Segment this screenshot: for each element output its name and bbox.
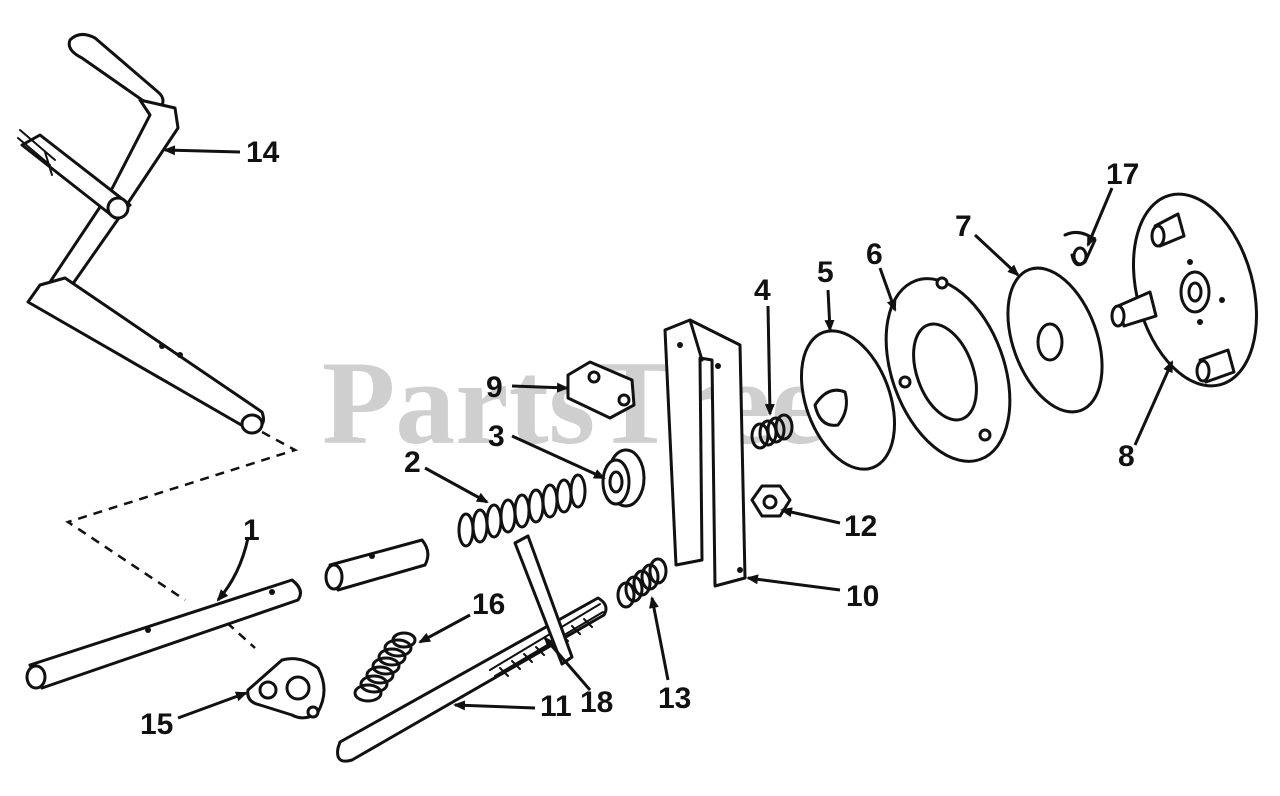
watermark-text: PartsTree (322, 336, 824, 469)
part-sleeve-pin (324, 538, 430, 592)
leader-arrows (163, 145, 1174, 720)
part-16-spring (353, 631, 417, 703)
part-2-spring (457, 473, 587, 548)
part-9-clip (566, 360, 636, 420)
part-10-channel-bracket (663, 318, 747, 588)
part-15-bracket (246, 657, 326, 720)
callout-1: 1 (243, 514, 260, 547)
part-18-plate (513, 534, 574, 666)
part-1-shaft (25, 578, 302, 690)
part-14-handle-lever (17, 33, 265, 435)
callout-9: 9 (486, 371, 503, 404)
part-8-hub-plate (1110, 192, 1258, 388)
part-11-threaded-rod (336, 596, 608, 763)
callout-5: 5 (817, 256, 834, 289)
callout-12: 12 (844, 510, 877, 543)
callout-8: 8 (1118, 440, 1135, 473)
callout-labels: 1 2 3 4 5 6 7 8 9 10 11 12 13 14 15 16 1… (140, 136, 1139, 741)
callout-11: 11 (540, 690, 572, 723)
callout-6: 6 (866, 238, 883, 271)
part-13-spring (616, 557, 668, 609)
callout-3: 3 (488, 420, 505, 453)
callout-4: 4 (754, 274, 771, 307)
part-4-spring (750, 413, 794, 450)
part-3-bearing (601, 448, 646, 508)
part-17-pin (1063, 230, 1097, 267)
callout-13: 13 (658, 682, 691, 715)
part-5-disc (799, 329, 897, 471)
callout-7: 7 (955, 210, 972, 243)
callout-14: 14 (246, 136, 280, 169)
callout-16: 16 (472, 588, 505, 621)
callout-17: 17 (1106, 158, 1139, 191)
callout-18: 18 (580, 686, 613, 719)
part-6-ring (884, 276, 1012, 463)
part-7-disc (1006, 266, 1104, 414)
callout-15: 15 (140, 708, 173, 741)
callout-2: 2 (404, 446, 421, 479)
callout-10: 10 (846, 580, 879, 613)
